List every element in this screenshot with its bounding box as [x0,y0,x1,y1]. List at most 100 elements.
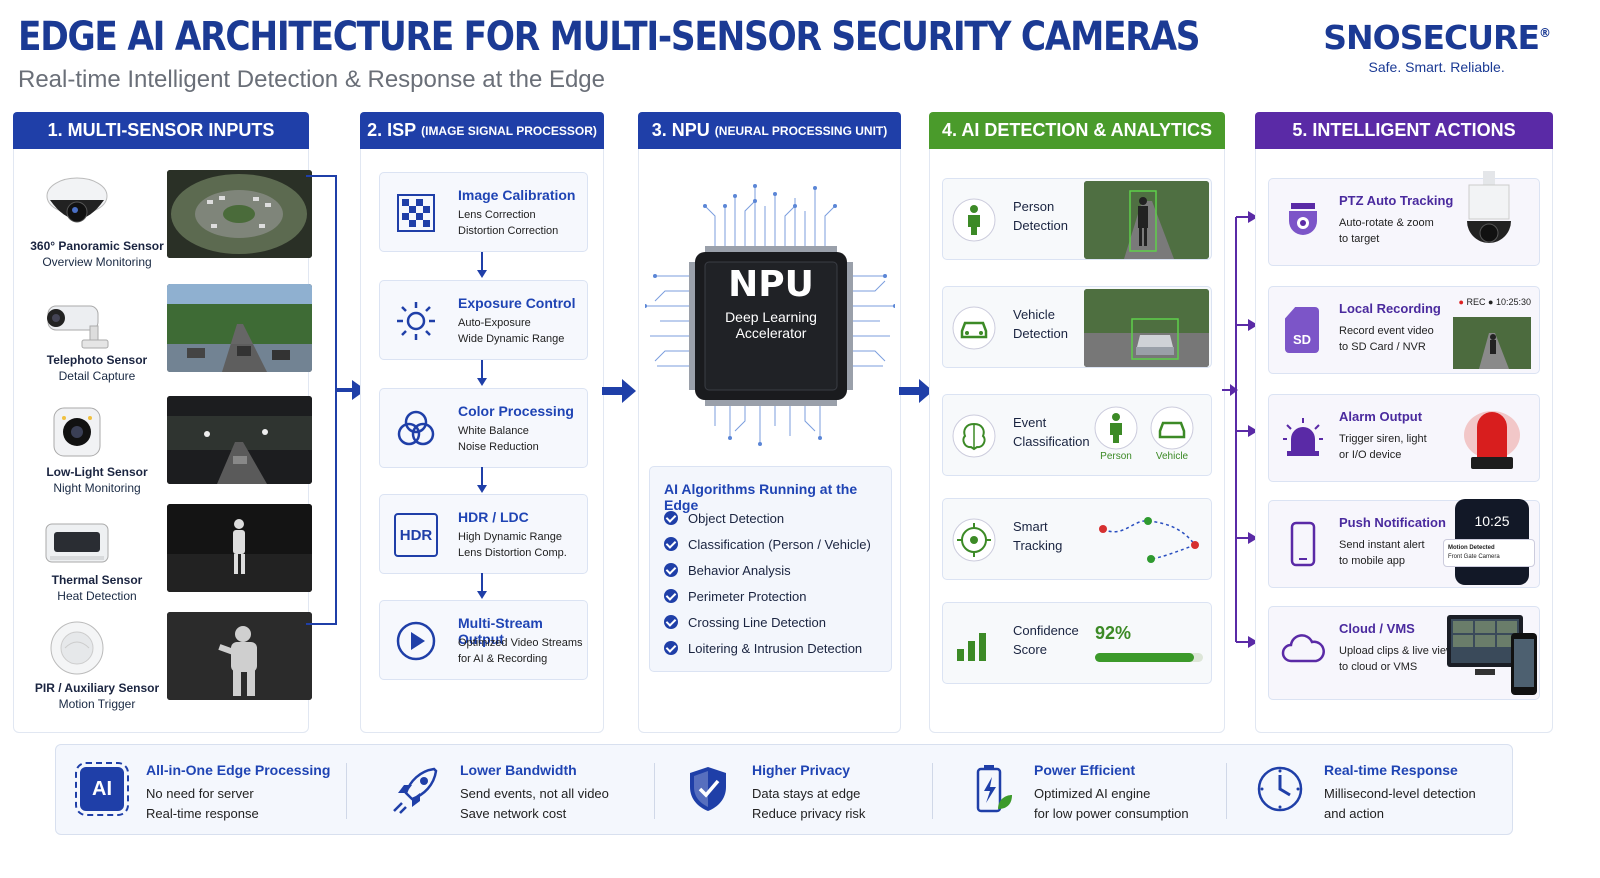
chip-subtitle: Accelerator [735,325,807,341]
sensor-desc: Night Monitoring [53,481,141,495]
benefit-line: Optimized AI engine [1034,786,1151,801]
column-header: 4. AI DETECTION & ANALYTICS [929,112,1225,149]
detection-label: Smart [1013,519,1048,534]
stage-line: White Balance [458,425,529,437]
benefit-title: Real-time Response [1324,762,1458,778]
rec-time: 10:25:30 [1495,297,1531,307]
check-icon [664,615,678,629]
box-camera-icon [53,407,101,457]
sensor-name: Low-Light Sensor [46,465,148,479]
notification-title: Motion Detected [1448,545,1495,551]
divider [654,763,655,819]
algorithm-item: Loitering & Intrusion Detection [664,635,871,661]
pir-sensor-icon [50,621,104,675]
rocket-icon [393,767,438,814]
vehicle-detection-image [1084,289,1209,367]
npu-circuit-traces [645,184,895,446]
column-header: 5. INTELLIGENT ACTIONS [1255,112,1553,149]
algorithm-label: Perimeter Protection [688,588,807,604]
algorithms-title: AI Algorithms Running at the Edge [664,481,858,513]
dome-camera-icon [46,177,108,223]
intelligent-actions-column: 5. INTELLIGENT ACTIONS PTZ Auto Tracking… [1255,112,1553,733]
chip-subtitle: Deep Learning [725,309,817,325]
detection-label: Vehicle [1013,307,1055,322]
bullet-camera-icon [47,305,109,349]
action-line: to SD Card / NVR [1339,341,1426,353]
action-line: Record event video [1339,325,1434,337]
algorithm-item: Behavior Analysis [664,557,871,583]
algorithm-label: Object Detection [688,510,785,526]
action-title: PTZ Auto Tracking [1339,193,1454,208]
action-title: Push Notification [1339,515,1446,530]
column-header: 2. ISP(IMAGE SIGNAL PROCESSOR) [360,112,604,149]
action-line: to target [1339,233,1380,245]
tag-label: Person [1100,451,1132,462]
benefit-title: Higher Privacy [752,762,851,778]
isp-column: 2. ISP(IMAGE SIGNAL PROCESSOR) Image Cal… [360,112,604,733]
benefit-line: Save network cost [460,806,567,821]
person-icon [952,198,996,242]
color-circles-icon [397,410,435,446]
algorithm-item: Perimeter Protection [664,583,871,609]
bar-chart-icon [957,633,986,661]
npu-column: 3. NPU(NEURAL PROCESSING UNIT) NPU Deep … [638,112,901,733]
column-title: 3. NPU [651,120,710,140]
algorithm-item: Classification (Person / Vehicle) [664,531,871,557]
stage-title: Color Processing [458,403,574,419]
multi-sensor-inputs-column: 1. MULTI-SENSOR INPUTS 360° Panoramic Se… [13,112,312,733]
algorithm-label: Loitering & Intrusion Detection [688,640,863,656]
person-icon [1094,406,1138,450]
person-detection-image [1084,181,1209,259]
sensor-desc: Overview Monitoring [42,255,152,269]
sensor-desc: Detail Capture [58,369,136,383]
stage-line: High Dynamic Range [458,531,562,543]
low-light-feed-image [167,396,312,484]
check-icon [664,537,678,551]
pir-feed-image [167,612,312,700]
notification-body: Front Gate Camera [1448,554,1500,560]
flow-arrow-npu-detection [899,379,933,403]
vms-devices-image [1447,615,1537,695]
ai-icon-label: AI [92,777,112,800]
stage-line: Auto-Exposure [458,317,531,329]
calibration-icon [397,194,435,232]
stage-title: HDR / LDC [458,509,529,525]
brand-name: SNOSECURE [1323,18,1540,57]
action-line: to mobile app [1339,555,1406,567]
benefit-line: for low power consumption [1034,806,1189,821]
stage-line: Distortion Correction [458,225,559,237]
sensor-desc: Motion Trigger [58,697,136,711]
sensor-name: PIR / Auxiliary Sensor [34,681,160,695]
chip-title: NPU [728,264,814,305]
column-title-small: (IMAGE SIGNAL PROCESSOR) [421,123,597,138]
benefits-bar: AI All-in-One Edge Processing No need fo… [55,744,1513,835]
clock-icon [1257,766,1303,812]
sun-icon [397,302,435,340]
check-icon [664,511,678,525]
tracking-path [1099,517,1199,563]
phone-time: 10:25 [1474,513,1510,529]
sensor-name: Thermal Sensor [51,573,143,587]
stage-line: for AI & Recording [458,653,548,665]
classification-person-tag: Person [1093,405,1139,465]
hdr-icon-label: HDR [399,526,433,544]
action-line: Trigger siren, light [1339,433,1427,445]
car-icon [952,306,996,350]
detection-label: Classification [1013,434,1090,449]
thermal-feed-image [167,504,312,592]
benefit-line: Real-time response [146,806,259,821]
algorithms-list: Object Detection Classification (Person … [664,505,871,661]
recording-preview-image [1453,317,1531,369]
sensor-bracket-connector [306,175,366,625]
benefit-edge-processing: AI All-in-One Edge Processing No need fo… [56,745,348,836]
stage-line: Wide Dynamic Range [458,333,565,345]
